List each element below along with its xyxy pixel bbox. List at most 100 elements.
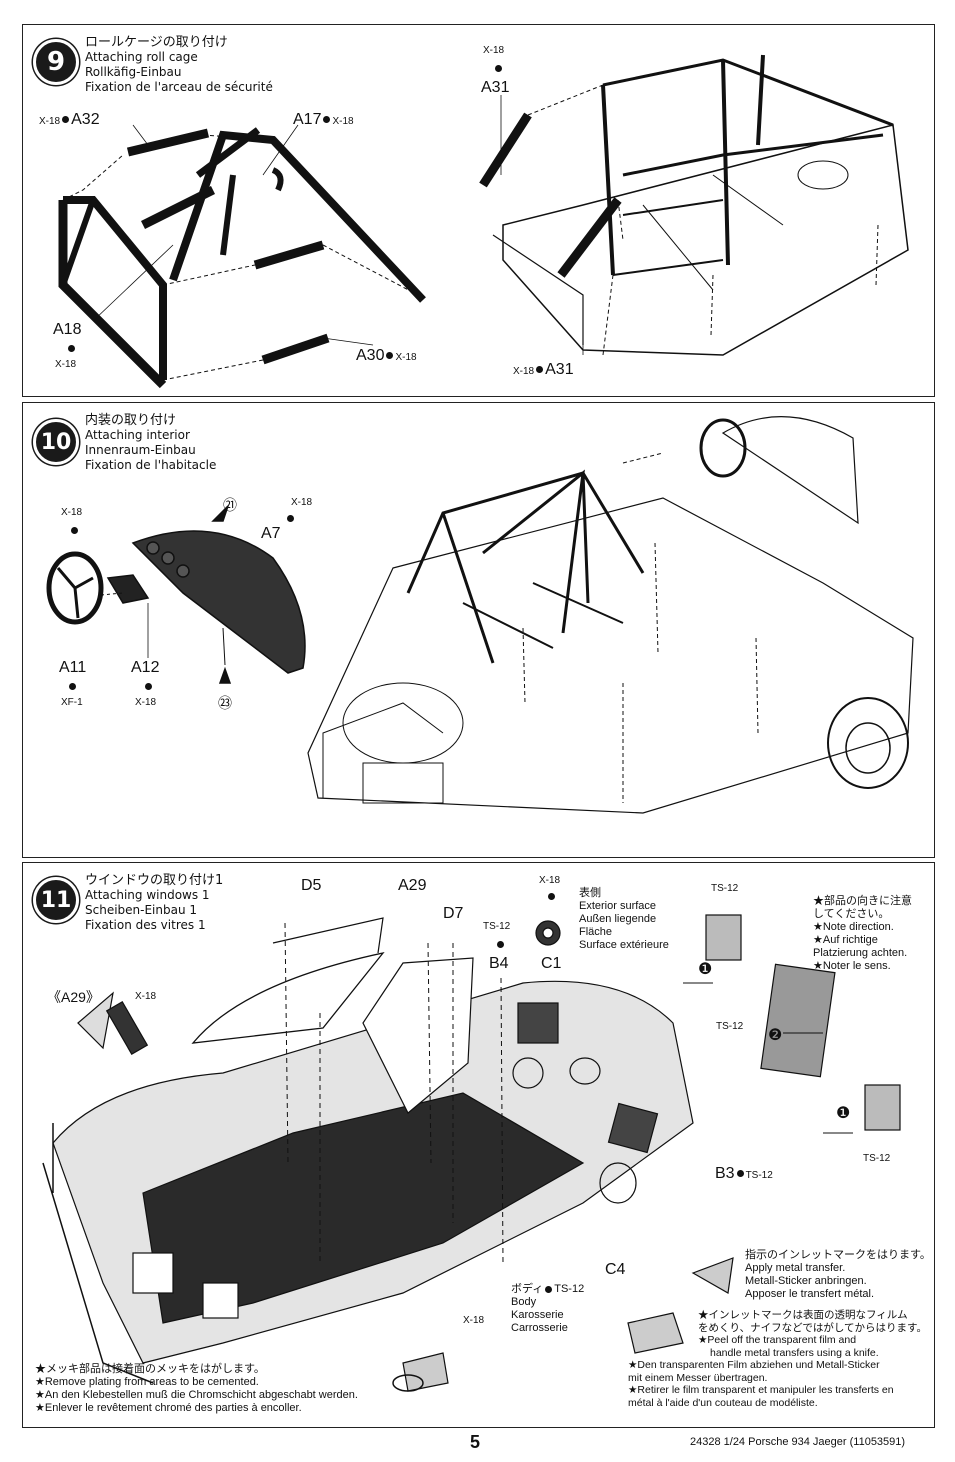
- part-a29-sub: 《A29》: [47, 989, 100, 1005]
- step-11-title-en: Attaching windows 1: [85, 888, 210, 902]
- step-11-titles: ウインドウの取り付け1 Attaching windows 1 Scheiben…: [85, 873, 223, 933]
- step-9-panel: 9 ロールケージの取り付け Attaching roll cage Rollkä…: [22, 24, 935, 397]
- part-a12-paint: X-18: [135, 697, 157, 708]
- ts12-mid: TS-12: [716, 1021, 744, 1032]
- peel-fr1: ★Retirer le film transparent et manipule…: [628, 1384, 894, 1396]
- part-a29: A29: [398, 877, 427, 894]
- direction-en: ★Note direction.: [813, 921, 894, 933]
- part-d5: D5: [301, 877, 322, 894]
- direction-jp1: ★部品の向きに注意: [813, 895, 912, 907]
- step-11-title-jp: ウインドウの取り付け1: [85, 873, 224, 888]
- marker-1-bottom: ❶: [836, 1105, 851, 1122]
- peel-en2: handle metal transfers using a knife.: [710, 1346, 879, 1359]
- step-10-panel: 10 内装の取り付け Attaching interior Innenraum-…: [22, 402, 935, 858]
- peel-jp1: ★インレットマークは表面の透明なフィルム: [698, 1309, 908, 1321]
- direction-note: ★部品の向きに注意 してください。 ★Note direction. ★Auf …: [813, 895, 912, 973]
- transfer-en: Apply metal transfer.: [745, 1262, 846, 1274]
- part-a7-paint: X-18: [291, 497, 313, 508]
- direction-de2: Platzierung achten.: [813, 947, 908, 959]
- kit-info: 24328 1/24 Porsche 934 Jaeger (11053591): [690, 1436, 906, 1448]
- part-23: ㉓: [218, 695, 232, 711]
- exterior-de2: Fläche: [579, 926, 613, 938]
- part-a11: A11: [59, 659, 87, 676]
- step-9-number: 9: [33, 39, 79, 85]
- marker-1-top: ❶: [698, 961, 713, 978]
- body-en: Body: [511, 1296, 537, 1308]
- step-10-title-de: Innenraum-Einbau: [85, 443, 196, 457]
- marker-2: ❷: [768, 1027, 783, 1044]
- step-10-title-fr: Fixation de l'habitacle: [85, 458, 217, 472]
- ts12-top: TS-12: [711, 883, 739, 894]
- step-10-title-jp: 内装の取り付け: [85, 413, 177, 428]
- exterior-surface-note: 表側 Exterior surface Außen liegende Fläch…: [579, 887, 669, 952]
- ts12-bottom: TS-12: [863, 1153, 891, 1164]
- part-a29-sub-paint: X-18: [135, 991, 157, 1002]
- part-a31-top: A31: [481, 79, 510, 96]
- part-a7: A7: [261, 525, 281, 542]
- step-9-title-en: Attaching roll cage: [85, 50, 198, 64]
- part-a11-paint: XF-1: [61, 697, 83, 708]
- part-a18-paint: X-18: [55, 359, 77, 370]
- part-a18: A18: [53, 321, 82, 338]
- transfer-jp: 指示のインレットマークをはります。: [745, 1249, 931, 1261]
- plating-jp: ★メッキ部品は接着面のメッキをはがします。: [35, 1363, 265, 1375]
- part-c1-paint: X-18: [539, 875, 561, 886]
- exterior-fr: Surface extérieure: [579, 939, 669, 951]
- part-a11-paint-top: X-18: [61, 507, 83, 518]
- step-9-titles: ロールケージの取り付け Attaching roll cage Rollkäfi…: [85, 35, 273, 95]
- peel-de2: mit einem Messer übertragen.: [628, 1371, 768, 1384]
- part-a11-dot: [69, 683, 76, 690]
- part-d7: D7: [443, 905, 464, 922]
- direction-de1: ★Auf richtige: [813, 934, 878, 946]
- plating-fr: ★Enlever le revêtement chromé des partie…: [35, 1402, 302, 1414]
- part-a11-dot-top: [71, 527, 78, 534]
- part-b4-dot: [497, 941, 504, 948]
- step-9-drawing: [58, 54, 909, 389]
- step-10-title-en: Attaching interior: [85, 428, 190, 442]
- step-10-drawing: [46, 416, 914, 814]
- exterior-jp: 表側: [579, 887, 601, 899]
- plating-de: ★An den Klebestellen muß die Chromschich…: [35, 1389, 358, 1401]
- step-11-panel: 11 ウインドウの取り付け1 Attaching windows 1 Schei…: [22, 862, 935, 1428]
- transfer-de: Metall-Sticker anbringen.: [745, 1275, 867, 1287]
- part-a12: A12: [131, 659, 160, 676]
- body-jp: ボディ: [511, 1283, 544, 1295]
- part-b4-paint: TS-12: [483, 921, 511, 932]
- body-ts12: TS-12: [554, 1283, 585, 1295]
- body-fr: Carrosserie: [511, 1322, 568, 1334]
- part-c4: C4: [605, 1261, 626, 1278]
- step-9-title-de: Rollkäfig-Einbau: [85, 65, 182, 79]
- step-11-number: 11: [33, 877, 79, 923]
- body-de: Karosserie: [511, 1309, 564, 1321]
- part-a31-top-dot: [495, 65, 502, 72]
- step-11-drawing: [42, 914, 901, 1392]
- peel-note: ★インレットマークは表面の透明なフィルム をめくり、ナイフなどではがしてからはり…: [628, 1309, 927, 1409]
- page-number: 5: [470, 1432, 481, 1452]
- part-c1: C1: [541, 955, 562, 972]
- peel-de1: ★Den transparenten Film abziehen und Met…: [628, 1359, 880, 1371]
- part-a12-dot: [145, 683, 152, 690]
- step-11-title-de: Scheiben-Einbau 1: [85, 903, 198, 917]
- part-c1-dot: [548, 893, 555, 900]
- step-11-title-fr: Fixation des vitres 1: [85, 918, 206, 932]
- step-10-number: 10: [33, 419, 79, 465]
- part-21: ㉑: [223, 497, 237, 513]
- step-9-title-jp: ロールケージの取り付け: [85, 35, 228, 50]
- plating-note: ★メッキ部品は接着面のメッキをはがします。 ★Remove plating fr…: [35, 1363, 358, 1415]
- transfer-note: 指示のインレットマークをはります。 Apply metal transfer. …: [745, 1249, 931, 1301]
- step-9-title-fr: Fixation de l'arceau de sécurité: [85, 80, 273, 94]
- part-b4: B4: [489, 955, 509, 972]
- body-label: ボディ TS-12 Body Karosserie Carrosserie: [511, 1283, 584, 1335]
- peel-en1: ★Peel off the transparent film and: [698, 1334, 857, 1346]
- exterior-en: Exterior surface: [579, 900, 657, 912]
- exterior-de: Außen liegende: [579, 913, 657, 925]
- step-10-titles: 内装の取り付け Attaching interior Innenraum-Ein…: [85, 413, 216, 473]
- part-a18-dot: [68, 345, 75, 352]
- peel-fr2: métal à l'aide d'un couteau de modéliste…: [628, 1396, 818, 1409]
- transfer-fr: Apposer le transfert métal.: [745, 1288, 875, 1300]
- peel-jp2: をめくり、ナイフなどではがしてからはります。: [698, 1321, 928, 1334]
